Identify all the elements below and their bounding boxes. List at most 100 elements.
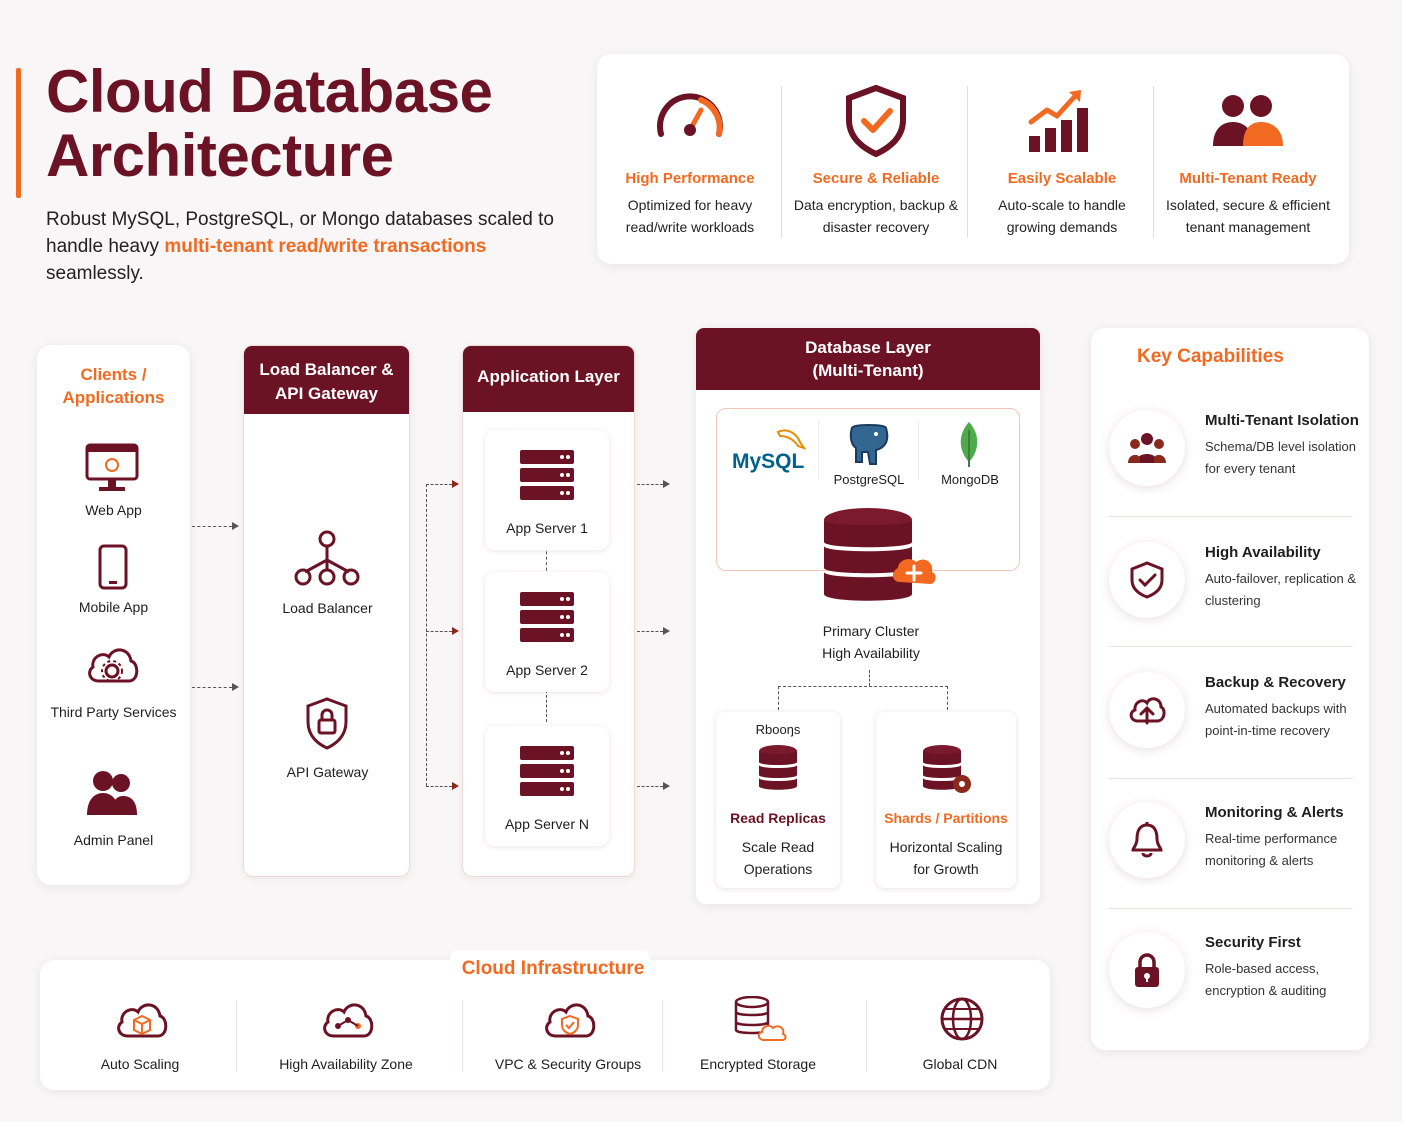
connector xyxy=(637,631,663,632)
capability-security: Security First Role-based access, encryp… xyxy=(1091,932,1371,1042)
feature-high-performance: High Performance Optimized for heavy rea… xyxy=(597,54,783,264)
cloud-shield-icon xyxy=(545,1003,596,1038)
connector xyxy=(192,687,232,688)
speedometer-icon xyxy=(657,93,723,137)
divider xyxy=(462,1000,463,1072)
connector xyxy=(426,484,427,786)
connector xyxy=(426,786,452,787)
capability-icon-circle xyxy=(1109,672,1185,748)
infra-label: Global CDN xyxy=(922,1056,998,1072)
postgresql-label: PostgreSQL xyxy=(833,472,905,487)
divider xyxy=(918,420,919,480)
cloud-network-icon xyxy=(323,1003,374,1038)
connector-arrow xyxy=(452,627,459,635)
app-server-n: App Server N xyxy=(485,726,609,846)
database-shard-icon xyxy=(923,745,971,793)
app-server-label: App Server N xyxy=(504,816,590,832)
app-server-label: App Server 1 xyxy=(506,520,588,536)
connector xyxy=(869,670,870,686)
infra-label: Encrypted Storage xyxy=(700,1056,816,1072)
shards-title: Shards / Partitions xyxy=(884,810,1008,826)
divider xyxy=(818,420,819,480)
capability-icon-circle xyxy=(1109,802,1185,878)
infrastructure-title-bg xyxy=(450,950,650,980)
api-gateway-label: API Gateway xyxy=(286,764,369,780)
database-icon xyxy=(759,745,797,790)
connector-arrow xyxy=(232,522,239,530)
mobile-phone-icon xyxy=(98,544,128,590)
shield-check-icon xyxy=(846,84,906,158)
feature-scalable: Easily Scalable Auto-scale to handle gro… xyxy=(969,54,1155,264)
capability-high-availability: High Availability Auto-failover, replica… xyxy=(1091,542,1371,652)
feature-desc: Isolated, secure & efficient tenant mana… xyxy=(1166,197,1330,235)
app-server-2: App Server 2 xyxy=(485,572,609,692)
feature-title: Easily Scalable xyxy=(1007,170,1117,187)
divider xyxy=(236,1000,237,1072)
shield-lock-icon xyxy=(306,697,348,750)
mysql-logo: MySQL xyxy=(732,450,805,473)
replica-badge: Rbooŋs xyxy=(755,722,801,737)
cloud-box-icon xyxy=(117,1003,168,1038)
connector xyxy=(546,690,547,722)
capability-monitoring: Monitoring & Alerts Real-time performanc… xyxy=(1091,802,1371,912)
read-replicas-desc: Scale Read Operations xyxy=(741,839,815,877)
users-icon xyxy=(1128,433,1166,463)
divider xyxy=(1153,86,1154,238)
divider xyxy=(662,1000,663,1072)
feature-desc: Optimized for heavy read/write workloads xyxy=(625,197,755,235)
capabilities-panel: Key Capabilities Multi-Tenant Isolation … xyxy=(1091,328,1369,1050)
infra-high-availability-zone: High Availability Zone xyxy=(246,960,446,1090)
cloud-upload-icon xyxy=(1129,697,1166,725)
subtitle-highlight: multi-tenant read/write transactions xyxy=(164,236,487,257)
feature-multi-tenant: Multi-Tenant Ready Isolated, secure & ef… xyxy=(1155,54,1341,264)
capability-title: Security First xyxy=(1205,934,1301,951)
connector xyxy=(637,484,663,485)
connector-arrow xyxy=(663,480,670,488)
infrastructure-panel: Cloud Infrastructure Auto Scaling High A… xyxy=(40,950,1050,1090)
read-replicas-title: Read Replicas xyxy=(730,810,826,826)
globe-icon xyxy=(940,997,984,1041)
server-icon xyxy=(520,450,574,500)
capability-desc: Real-time performance monitoring & alert… xyxy=(1205,831,1338,868)
bell-icon xyxy=(1131,822,1163,858)
elephant-icon xyxy=(849,424,889,465)
connector-arrow xyxy=(452,480,459,488)
capability-icon-circle xyxy=(1109,542,1185,618)
connector xyxy=(778,686,948,687)
features-card: High Performance Optimized for heavy rea… xyxy=(597,54,1349,264)
app-server-1: App Server 1 xyxy=(485,430,609,550)
application-column: Application Layer App Server 1 App Serve… xyxy=(462,345,635,877)
client-third-party: Third Party Services xyxy=(50,704,177,720)
database-column: Database Layer (Multi-Tenant) MySQL Post… xyxy=(696,328,1040,904)
feature-secure: Secure & Reliable Data encryption, backu… xyxy=(783,54,969,264)
users-icon xyxy=(1213,95,1283,146)
cloud-gear-icon xyxy=(88,648,139,683)
capability-icon-circle xyxy=(1109,410,1185,486)
infra-vpc-security: VPC & Security Groups xyxy=(468,960,668,1090)
load-balancer-title: Load Balancer & API Gateway xyxy=(244,346,409,414)
server-icon xyxy=(520,746,574,796)
capability-desc: Schema/DB level isolation for every tena… xyxy=(1205,439,1357,476)
connector xyxy=(426,484,452,485)
clients-column: Clients / Applications Web App Mobile Ap… xyxy=(37,345,190,885)
admin-users-icon xyxy=(87,771,137,815)
database-cluster-icon xyxy=(824,508,936,601)
capability-title: Backup & Recovery xyxy=(1205,674,1346,691)
client-mobile-app: Mobile App xyxy=(78,599,149,615)
leaf-icon xyxy=(960,422,978,467)
infra-auto-scaling: Auto Scaling xyxy=(40,960,240,1090)
database-cloud-icon xyxy=(734,996,787,1041)
divider xyxy=(781,86,782,238)
feature-desc: Data encryption, backup & disaster recov… xyxy=(793,197,959,235)
capability-multi-tenant: Multi-Tenant Isolation Schema/DB level i… xyxy=(1091,410,1371,520)
capability-title: Monitoring & Alerts xyxy=(1205,804,1344,821)
infra-label: VPC & Security Groups xyxy=(494,1056,642,1072)
capability-desc: Role-based access, encryption & auditing xyxy=(1205,961,1327,998)
lock-icon xyxy=(1135,953,1159,987)
feature-desc: Auto-scale to handle growing demands xyxy=(998,197,1126,235)
infra-label: High Availability Zone xyxy=(279,1056,413,1072)
client-admin-panel: Admin Panel xyxy=(73,832,154,848)
network-hub-icon xyxy=(294,530,360,586)
connector xyxy=(426,631,452,632)
divider xyxy=(1109,778,1353,779)
